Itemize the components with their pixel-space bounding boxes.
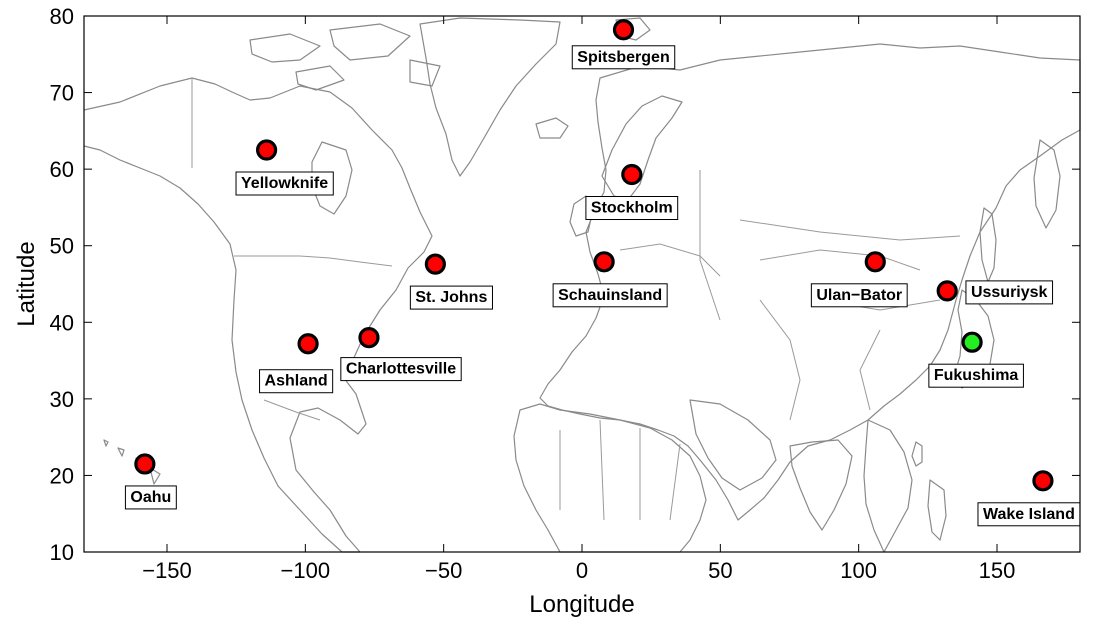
site-marker xyxy=(864,251,886,273)
hudson-bay-coastline xyxy=(311,141,353,215)
site-label: Wake Island xyxy=(983,506,1075,523)
x-axis-label: Longitude xyxy=(529,591,634,618)
x-axis: −150 −100 −50 0 50 100 150 xyxy=(142,16,1015,583)
y-tick-label: 40 xyxy=(50,310,74,335)
north-america-coastline xyxy=(83,77,433,553)
site-label: Ashland xyxy=(265,373,328,390)
site-marker xyxy=(593,251,615,273)
site-charlottesville: Charlottesville xyxy=(340,327,462,382)
site-marker xyxy=(358,327,380,349)
site-label-box xyxy=(977,502,1081,527)
site-label: Charlottesville xyxy=(346,361,456,378)
site-label: Oahu xyxy=(130,489,171,506)
site-label-box xyxy=(965,280,1054,305)
sakhalin-coastline xyxy=(979,207,997,283)
eurasia-coastline xyxy=(539,43,1081,521)
y-tick-label: 80 xyxy=(50,4,74,29)
india-coastline xyxy=(789,439,853,531)
taiwan-coastline xyxy=(911,441,923,467)
site-label-box xyxy=(409,285,493,310)
y-tick-label: 20 xyxy=(50,463,74,488)
site-ussuriysk: Ussuriysk xyxy=(936,280,1054,305)
site-label: Fukushima xyxy=(934,367,1019,384)
y-axis-label: Latitude xyxy=(13,241,40,326)
x-tick-label: 100 xyxy=(840,558,877,583)
site-label: Spitsbergen xyxy=(577,49,669,66)
africa-coastline xyxy=(513,403,707,553)
site-st-johns: St. Johns xyxy=(409,253,493,310)
site-marker xyxy=(936,280,958,302)
y-tick-label: 30 xyxy=(50,387,74,412)
site-schauinsland: Schauinsland xyxy=(552,251,668,308)
site-fukushima: Fukushima xyxy=(928,331,1024,388)
site-marker xyxy=(297,333,319,355)
greenland-coastline xyxy=(419,17,561,177)
site-spitsbergen: Spitsbergen xyxy=(571,19,676,70)
philippines-coastline xyxy=(927,479,947,541)
site-marker xyxy=(961,331,983,353)
iceland-coastline xyxy=(535,117,569,139)
site-label: Stockholm xyxy=(591,200,673,217)
site-label-box xyxy=(571,45,676,70)
y-tick-label: 60 xyxy=(50,157,74,182)
site-wake-island: Wake Island xyxy=(977,470,1081,527)
site-ashland: Ashland xyxy=(259,333,334,394)
x-tick-label: −100 xyxy=(281,558,331,583)
x-tick-label: 150 xyxy=(979,558,1016,583)
site-label: Schauinsland xyxy=(558,287,662,304)
y-tick-label: 50 xyxy=(50,234,74,259)
y-tick-label: 10 xyxy=(50,540,74,565)
site-marker xyxy=(621,163,643,186)
site-label-box xyxy=(340,357,462,382)
arctic-islands-coastline xyxy=(249,23,441,91)
site-marker xyxy=(424,253,446,275)
british-isles-coastline xyxy=(569,195,593,237)
x-tick-label: −150 xyxy=(142,558,192,583)
y-tick-label: 70 xyxy=(50,81,74,106)
site-label-box xyxy=(235,171,334,196)
y-axis: 10 20 30 40 50 60 70 80 xyxy=(50,4,1080,565)
x-tick-label: −50 xyxy=(425,558,462,583)
site-label: St. Johns xyxy=(415,289,487,306)
site-ulan-bator: Ulan−Bator xyxy=(810,251,908,308)
site-marker xyxy=(256,139,278,161)
site-oahu: Oahu xyxy=(124,453,177,510)
site-marker xyxy=(134,453,156,475)
site-label-box xyxy=(585,196,679,221)
southeast-asia-coastline xyxy=(863,419,913,553)
site-label: Ulan−Bator xyxy=(816,287,902,304)
site-label-box xyxy=(928,363,1024,388)
site-label-box xyxy=(124,485,177,510)
x-tick-label: 50 xyxy=(708,558,732,583)
x-tick-label: 0 xyxy=(576,558,588,583)
site-label-box xyxy=(552,283,668,308)
arabia-coastline xyxy=(689,399,777,491)
site-label-box xyxy=(810,283,908,308)
site-stockholm: Stockholm xyxy=(585,163,679,221)
site-marker xyxy=(1032,470,1054,492)
kamchatka-coastline xyxy=(1033,139,1061,229)
site-label: Ussuriysk xyxy=(971,284,1048,301)
hawaii-islands xyxy=(103,439,161,485)
site-label: Yellowknife xyxy=(241,175,328,192)
site-marker xyxy=(612,19,635,41)
site-label-box xyxy=(259,369,334,394)
site-yellowknife: Yellowknife xyxy=(235,139,334,196)
